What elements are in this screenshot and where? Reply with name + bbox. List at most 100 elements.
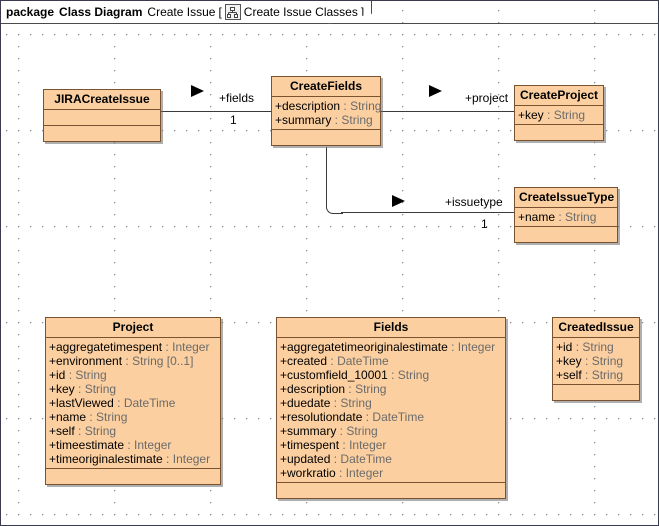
attribute-row: +timeoriginalestimate : Integer xyxy=(49,452,211,466)
class-box-fields[interactable]: Fields +aggregatetimeoriginalestimate : … xyxy=(276,317,506,499)
class-operations-compartment xyxy=(44,126,160,141)
connector-issuetype-line[interactable] xyxy=(341,212,514,213)
attribute-name: +self xyxy=(556,368,582,382)
attribute-name: +summary xyxy=(280,424,337,438)
attribute-row: +description : String xyxy=(275,99,382,113)
class-attributes-compartment: +key : String xyxy=(515,106,603,125)
connector-fields-line[interactable] xyxy=(161,111,271,112)
attribute-type: Integer xyxy=(349,438,387,452)
attribute-row: +aggregatetimespent : Integer xyxy=(49,340,210,354)
attribute-type: DateTime xyxy=(123,396,176,410)
class-title: Project xyxy=(46,318,220,338)
attribute-type: DateTime xyxy=(340,452,392,466)
attribute-type: String xyxy=(96,410,128,424)
attribute-type: String xyxy=(565,210,597,224)
attribute-name: +duedate xyxy=(280,396,331,410)
attribute-row: +id : String xyxy=(556,340,614,354)
connector-fields-multiplicity: 1 xyxy=(230,113,237,127)
attribute-type: String xyxy=(346,424,378,438)
class-attributes-compartment: +id : String+key : String+self : String xyxy=(553,338,639,385)
attribute-type: String xyxy=(350,99,382,113)
class-attributes-compartment: +description : String +summary : String xyxy=(272,97,382,130)
class-operations-compartment xyxy=(515,125,603,140)
attribute-type: DateTime xyxy=(372,410,424,424)
attribute-row: +updated : DateTime xyxy=(280,452,392,466)
attribute-name: +updated xyxy=(280,452,331,466)
view-name-label: Create Issue Classes xyxy=(243,5,358,19)
attribute-type: String xyxy=(75,368,107,382)
class-box-createdissue[interactable]: CreatedIssue +id : String+key : String+s… xyxy=(552,317,640,401)
attribute-type: String xyxy=(340,396,372,410)
attribute-row: +key : String xyxy=(518,108,586,122)
attribute-row: +workratio : Integer xyxy=(280,466,384,480)
class-box-createissuetype[interactable]: CreateIssueType +name : String xyxy=(514,187,618,243)
attribute-row: +description : String xyxy=(280,382,387,396)
attribute-type: String xyxy=(84,424,117,438)
attribute-name: +aggregatetimespent xyxy=(49,340,163,354)
attribute-type: String xyxy=(553,108,586,122)
class-attributes-compartment xyxy=(44,110,160,126)
class-box-createfields[interactable]: CreateFields +description : String +summ… xyxy=(271,76,381,146)
class-box-jiracreateissue[interactable]: JIRACreateIssue xyxy=(43,89,161,142)
class-title: CreateFields xyxy=(272,77,380,97)
package-keyword: package xyxy=(6,5,55,19)
attribute-type: String xyxy=(591,368,624,382)
attribute-row: +self : String xyxy=(49,424,117,438)
attribute-row: +summary : String xyxy=(280,424,378,438)
connector-project-role: +project xyxy=(465,91,509,105)
attribute-name: +key xyxy=(556,354,582,368)
diagram-name-label: Create Issue xyxy=(147,5,216,19)
attribute-type: String [0..1] xyxy=(132,354,194,368)
class-title: CreateProject xyxy=(515,86,603,106)
attribute-name: +timeoriginalestimate xyxy=(49,452,163,466)
attribute-name: +timespent xyxy=(280,438,340,452)
attribute-row: +id : String xyxy=(49,368,107,382)
attribute-name: +workratio xyxy=(280,466,336,480)
class-title: JIRACreateIssue xyxy=(44,90,160,110)
diagram-type-label: Class Diagram xyxy=(59,5,143,19)
attribute-name: +summary xyxy=(275,113,332,127)
attribute-name: +id xyxy=(49,368,66,382)
attribute-name: +customfield_10001 xyxy=(280,368,388,382)
attribute-type: Integer xyxy=(457,340,496,354)
attribute-row: +name : String xyxy=(49,410,128,424)
class-diagram-icon xyxy=(224,4,241,20)
attribute-type: Integer xyxy=(172,340,210,354)
attribute-row: +timeestimate : Integer xyxy=(49,438,172,452)
attribute-row: +created : DateTime xyxy=(280,354,389,368)
class-title: Fields xyxy=(277,318,505,338)
attribute-type: DateTime xyxy=(337,354,389,368)
attribute-name: +name xyxy=(518,210,556,224)
attribute-row: +self : String xyxy=(556,368,624,382)
attribute-name: +environment xyxy=(49,354,123,368)
attribute-row: +lastViewed : DateTime xyxy=(49,396,176,410)
class-title: CreatedIssue xyxy=(553,318,639,338)
attribute-type: Integer xyxy=(134,438,172,452)
class-title: CreateIssueType xyxy=(515,188,617,208)
attribute-row: +key : String xyxy=(49,382,117,396)
attribute-row: +key : String xyxy=(556,354,624,368)
attribute-name: +timeestimate xyxy=(49,438,125,452)
connector-fields-arrow xyxy=(191,85,204,97)
connector-project-line[interactable] xyxy=(381,111,514,112)
package-header-tab[interactable]: package Class Diagram Create Issue [ Cre… xyxy=(1,1,373,24)
attribute-type: String xyxy=(341,113,373,127)
attribute-name: +key xyxy=(49,382,75,396)
connector-project-arrow xyxy=(429,85,442,97)
attribute-name: +aggregatetimeoriginalestimate xyxy=(280,340,448,354)
attribute-name: +description xyxy=(280,382,346,396)
attribute-name: +resolutiondate xyxy=(280,410,363,424)
attribute-row: +duedate : String xyxy=(280,396,372,410)
attribute-type: String xyxy=(84,382,117,396)
attribute-row: +summary : String xyxy=(275,113,373,127)
class-attributes-compartment: +aggregatetimespent : Integer+environmen… xyxy=(46,338,220,469)
attribute-type: String xyxy=(591,354,624,368)
attribute-row: +aggregatetimeoriginalestimate : Integer xyxy=(280,340,496,354)
connector-issuetype-elbow[interactable] xyxy=(326,147,343,214)
attribute-name: +description xyxy=(275,99,341,113)
class-operations-compartment xyxy=(277,483,505,498)
class-box-createproject[interactable]: CreateProject +key : String xyxy=(514,85,604,141)
bracket-open: [ xyxy=(218,5,222,19)
class-box-project[interactable]: Project +aggregatetimespent : Integer+en… xyxy=(45,317,221,485)
